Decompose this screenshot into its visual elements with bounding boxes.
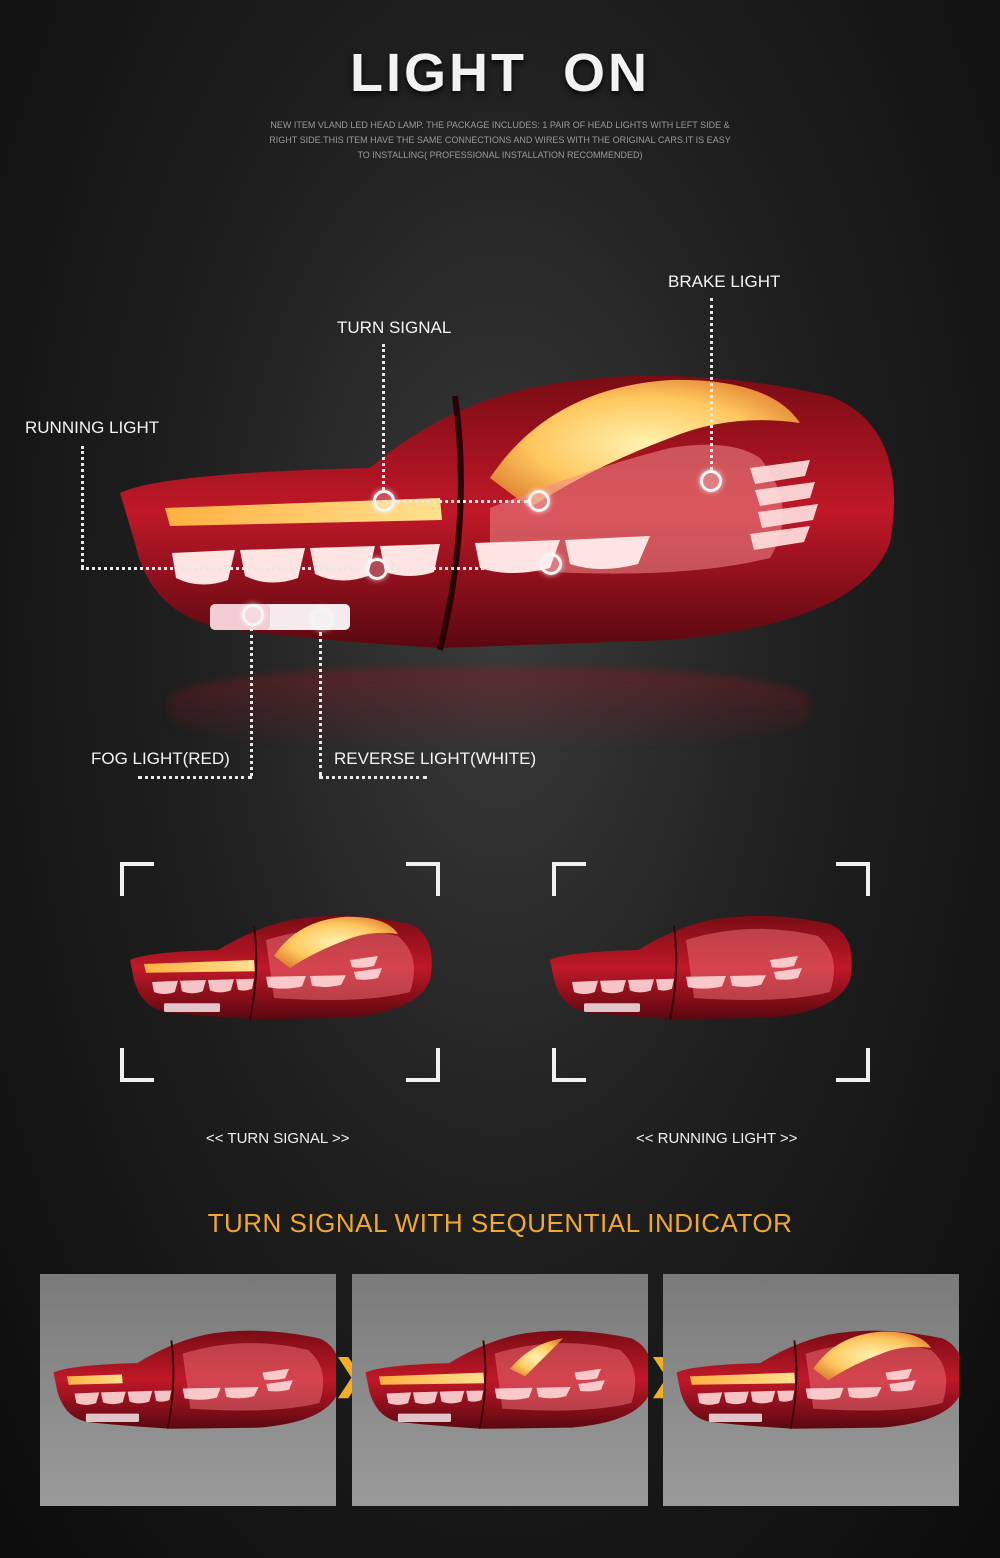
- product-description: NEW ITEM VLAND LED HEAD LAMP. THE PACKAG…: [269, 120, 731, 160]
- turn-signal-caption: << TURN SIGNAL >>: [206, 1130, 350, 1147]
- frame-corner-br: [836, 1048, 870, 1082]
- main-tail-lamp-image: [110, 368, 900, 668]
- running-light-mode-frame: [549, 862, 870, 1082]
- callout-brake-light: BRAKE LIGHT: [668, 272, 781, 291]
- brake-light-line: [710, 298, 713, 470]
- sequence-lamp-3: [675, 1329, 959, 1430]
- turn-signal-marker-1: [373, 490, 395, 512]
- lamp-reflection: [170, 668, 810, 748]
- frame-corner-tl: [552, 862, 586, 896]
- turn-signal-line: [382, 344, 385, 490]
- callout-turn-signal: TURN SIGNAL: [337, 318, 452, 337]
- frame-corner-tl: [120, 862, 154, 896]
- running-light-marker-1: [366, 558, 388, 580]
- turn-signal-mode-frame: [120, 862, 440, 1082]
- running-light-link-line: [390, 567, 540, 570]
- reverse-light-line: [319, 632, 322, 776]
- frame-corner-br: [406, 1048, 440, 1082]
- sequence-frame-1: [40, 1274, 336, 1506]
- running-light-line-v: [81, 446, 84, 568]
- brake-light-marker: [700, 470, 722, 492]
- frame-corner-bl: [120, 1048, 154, 1082]
- page-title: LIGHT ON: [350, 43, 650, 103]
- reverse-light-marker: [311, 608, 333, 630]
- running-light-lamp-image: [549, 914, 853, 1021]
- sequence-frame-2: [352, 1274, 648, 1506]
- callout-reverse-light: REVERSE LIGHT(WHITE): [334, 749, 537, 768]
- frame-corner-tr: [836, 862, 870, 896]
- fog-light-marker: [242, 604, 264, 626]
- fog-light-line: [250, 628, 253, 776]
- frame-corner-tr: [406, 862, 440, 896]
- reverse-light-underline: [319, 776, 427, 779]
- sequence-frame-3: [663, 1274, 959, 1506]
- callout-fog-light: FOG LIGHT(RED): [91, 749, 230, 768]
- running-light-marker-2: [540, 553, 562, 575]
- running-light-line-h: [81, 567, 365, 570]
- fog-light-underline: [138, 776, 252, 779]
- frame-corner-bl: [552, 1048, 586, 1082]
- turn-signal-lamp-image: [129, 914, 433, 1021]
- callout-running-light: RUNNING LIGHT: [25, 418, 160, 437]
- sequential-indicator-title: TURN SIGNAL WITH SEQUENTIAL INDICATOR: [207, 1208, 793, 1238]
- turn-signal-link-line: [396, 500, 528, 503]
- sequence-lamp-1: [52, 1329, 336, 1430]
- sequence-lamp-2: [364, 1329, 648, 1430]
- turn-signal-marker-2: [528, 490, 550, 512]
- running-light-caption: << RUNNING LIGHT >>: [636, 1130, 798, 1147]
